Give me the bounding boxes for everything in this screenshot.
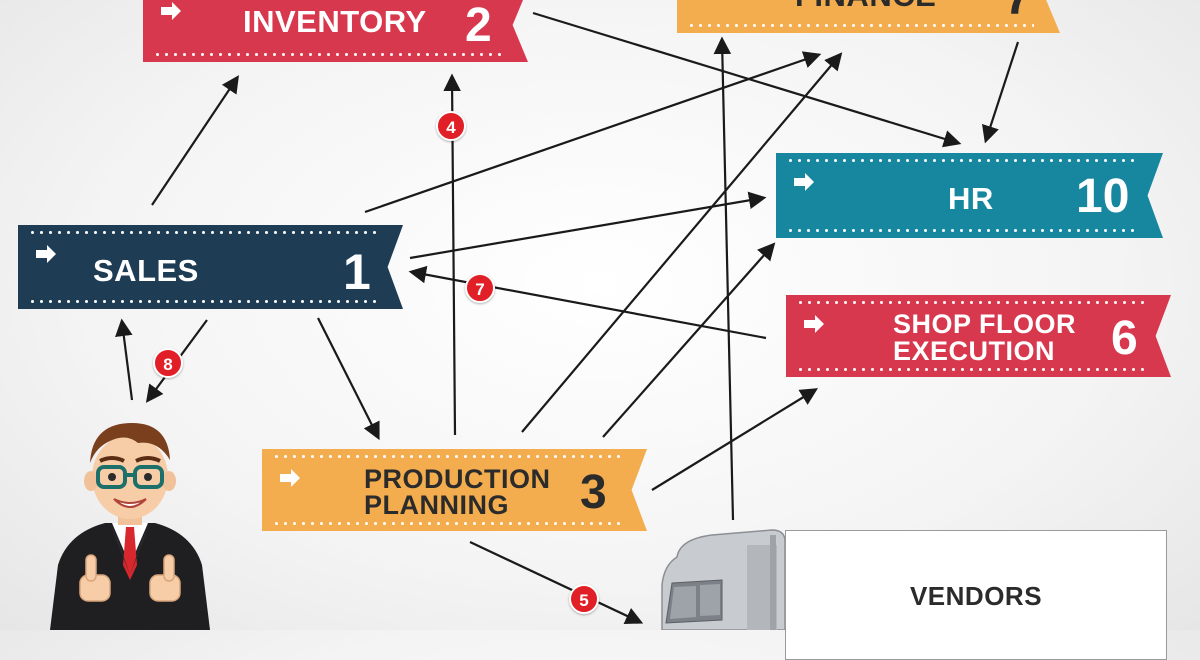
banner-dots — [687, 24, 1034, 27]
node-shop-floor-label-line2: EXECUTION — [893, 336, 1056, 366]
node-vendors-label: VENDORS — [909, 581, 1043, 611]
node-production-label-line2: PLANNING — [364, 490, 509, 520]
banner-dots — [786, 229, 1137, 232]
arrow-right-icon — [161, 2, 181, 20]
arrow-right-icon — [794, 173, 814, 191]
banner-dots — [272, 455, 621, 458]
node-shop-floor-label-line1: SHOP FLOOR — [893, 309, 1077, 339]
node-shop-floor-number: 6 — [1111, 312, 1138, 365]
arrow-right-icon — [36, 245, 56, 263]
banner-dots — [28, 231, 377, 234]
node-hr-number: 10 — [1076, 170, 1130, 223]
node-hr-label: HR — [948, 181, 994, 216]
arrow-production-to-shopfloor — [651, 388, 819, 491]
arrow-vendors-to-finance — [713, 36, 735, 521]
truck-icon — [661, 529, 786, 630]
node-sales-label: SALES — [93, 253, 199, 288]
node-finance-label: FINANCE — [795, 0, 936, 11]
arrow-sales-to-finance — [364, 51, 822, 214]
banner-dots — [796, 368, 1145, 371]
arrow-right-icon — [804, 315, 824, 333]
arrow-finance-to-hr — [982, 41, 1020, 144]
badge-7: 7 — [465, 273, 495, 303]
banner-dots — [796, 301, 1145, 304]
node-inventory-number: 2 — [465, 0, 492, 52]
node-inventory-label: INVENTORY — [243, 4, 427, 39]
arrow-production-to-finance — [521, 52, 843, 433]
node-finance: FINANCE 7 — [677, 0, 1060, 33]
arrow-right-icon — [280, 469, 300, 487]
node-production-number: 3 — [580, 466, 607, 519]
arrow-sales-to-hr — [409, 191, 767, 260]
arrow-person-to-sales — [115, 318, 134, 401]
banner-dots — [786, 159, 1137, 162]
connector-arrows — [115, 11, 1020, 624]
arrow-sales-to-production — [317, 317, 380, 441]
banner-dots — [153, 53, 502, 56]
node-production-label-line1: PRODUCTION — [364, 464, 551, 494]
arrow-sales-to-inventory — [151, 75, 239, 206]
node-hr: HR 10 — [776, 153, 1163, 238]
node-sales: SALES 1 — [18, 225, 403, 309]
badge-4: 4 — [436, 111, 466, 141]
badge-8: 8 — [153, 348, 183, 378]
node-production-planning: PRODUCTION PLANNING 3 — [262, 449, 647, 531]
node-sales-number: 1 — [343, 244, 371, 300]
node-vendors: VENDORS — [785, 530, 1167, 660]
arrow-production-to-hr — [602, 242, 776, 438]
node-finance-number: 7 — [1004, 0, 1032, 22]
node-shop-floor-execution: SHOP FLOOR EXECUTION 6 — [786, 295, 1171, 377]
badge-5: 5 — [569, 584, 599, 614]
banner-dots — [28, 300, 377, 303]
businessman-thumbs-up-icon — [50, 423, 210, 630]
arrow-inventory-to-hr — [532, 11, 962, 148]
node-inventory: INVENTORY 2 — [143, 0, 528, 62]
arrow-production-to-vendors — [469, 541, 644, 624]
banner-dots — [272, 522, 621, 525]
